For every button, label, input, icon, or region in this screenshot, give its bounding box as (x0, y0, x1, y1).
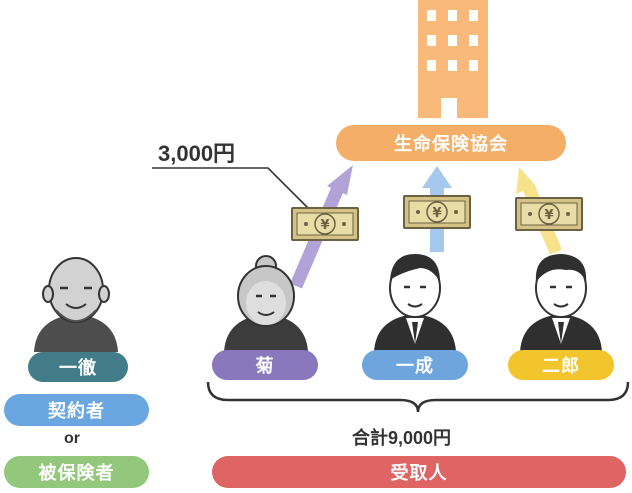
banknote-icon: ¥ (291, 207, 359, 241)
ittetsu-avatar-icon (34, 257, 118, 352)
banknote-icon: ¥ (515, 197, 583, 231)
banknote-icon: ¥ (403, 195, 471, 229)
contractor-label: 契約者 (4, 394, 149, 426)
amount-label: 3,000円 (158, 141, 236, 166)
kiku-avatar-icon (224, 255, 308, 352)
organization-label: 生命保険協会 (336, 125, 566, 161)
name-label-kiku: 菊 (212, 350, 318, 380)
building-icon (418, 0, 488, 118)
total-label: 合計9,000円 (352, 428, 452, 448)
yen-symbol: ¥ (544, 208, 553, 223)
amount-callout-line (152, 167, 311, 211)
name-label-ittetsu: 一徹 (28, 352, 128, 382)
name-label-issei: 一成 (362, 350, 468, 380)
yen-symbol: ¥ (432, 206, 441, 221)
insured-label: 被保険者 (4, 456, 149, 488)
or-label: or (64, 430, 80, 447)
yen-symbol: ¥ (320, 218, 329, 233)
issei-avatar-icon (374, 254, 456, 352)
recipients-label: 受取人 (212, 456, 626, 488)
name-label-jiro: 二郎 (508, 350, 614, 380)
recipients-brace (206, 381, 630, 413)
jiro-avatar-icon (520, 254, 602, 352)
